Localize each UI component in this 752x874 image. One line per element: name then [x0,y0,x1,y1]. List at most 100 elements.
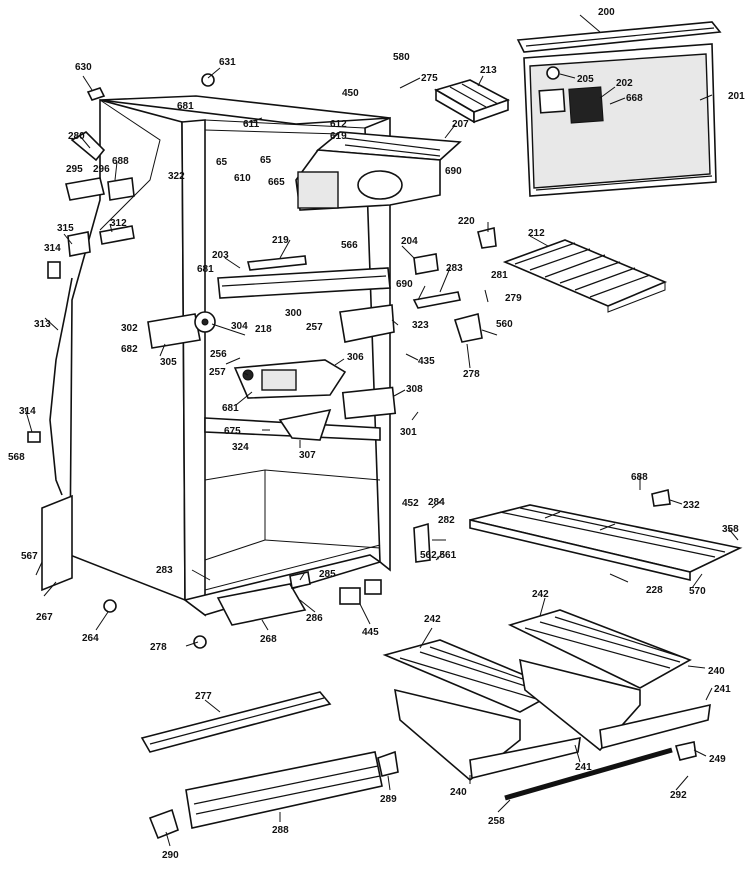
callout-267: 267 [36,612,53,623]
callout-688-b: 688 [112,156,129,167]
callout-218: 218 [255,324,272,335]
callout-281: 281 [491,270,508,281]
ice-tray-213 [433,79,510,124]
callout-630: 630 [75,62,92,73]
kickplate-277 [140,691,332,753]
callout-257-a: 257 [306,322,323,333]
callout-264: 264 [82,633,99,644]
callout-249: 249 [709,754,726,765]
callout-285: 285 [319,569,336,580]
callout-277: 277 [195,691,212,702]
callout-302: 302 [121,323,138,334]
callout-611: 611 [243,119,260,130]
callout-690-b: 690 [396,279,413,290]
callout-241-a: 241 [714,684,731,695]
callout-275: 275 [421,73,438,84]
callout-256: 256 [210,349,227,360]
callout-314-b: 314 [19,406,36,417]
callout-268: 268 [260,634,277,645]
evaporator-assembly-207 [295,131,462,211]
freezer-shelf-212 [502,239,668,313]
callout-286: 286 [306,613,323,624]
callout-labels: 200 201 202 205 668 213 275 450 580 630 … [8,7,745,861]
callout-278-a: 278 [463,369,480,380]
callout-560: 560 [496,319,513,330]
callout-688-c: 688 [631,472,648,483]
crisper-drawer-right [507,609,711,752]
callout-202: 202 [616,78,633,89]
callout-322: 322 [168,171,185,182]
callout-257-b: 257 [209,367,226,378]
callout-65-a: 65 [216,157,228,168]
callout-682: 682 [121,344,138,355]
callout-631: 631 [219,57,236,68]
callout-279: 279 [505,293,522,304]
door-rail-200 [516,21,722,53]
callout-665: 665 [268,177,285,188]
grille-288 [185,751,383,829]
callout-690-a: 690 [445,166,462,177]
cold-control-302 [147,311,216,349]
callout-580: 580 [393,52,410,63]
callout-282: 282 [438,515,455,526]
callout-283-b: 283 [156,565,173,576]
hinge-parts [412,227,671,563]
leader-lines [24,14,739,847]
callout-308: 308 [406,384,423,395]
callout-619: 619 [330,131,347,142]
callout-232: 232 [683,500,700,511]
callout-204: 204 [401,236,418,247]
callout-323: 323 [412,320,429,331]
callout-610: 610 [234,173,251,184]
callout-668-a: 668 [626,93,643,104]
callout-212: 212 [528,228,545,239]
bracket-308 [341,386,397,420]
callout-313: 313 [34,319,51,330]
callout-612: 612 [330,119,347,130]
callout-200: 200 [598,7,615,18]
callout-445: 445 [362,627,379,638]
callout-304: 304 [231,321,248,332]
callout-289: 289 [380,794,397,805]
callout-201: 201 [728,91,745,102]
callout-295: 295 [66,164,83,175]
callout-284: 284 [428,497,445,508]
callout-681-c: 681 [222,403,239,414]
callout-681-a: 681 [177,101,194,112]
callout-314-a: 314 [44,243,61,254]
fresh-food-shelf-228 [469,504,743,582]
callout-240-b: 240 [450,787,467,798]
callout-562-561: 562,561 [420,550,457,561]
callout-213: 213 [480,65,497,76]
callout-258: 258 [488,816,505,827]
callout-207: 207 [452,119,469,130]
callout-65-b: 65 [260,155,272,166]
callout-296: 296 [93,164,110,175]
callout-675: 675 [224,426,241,437]
callout-240-a: 240 [708,666,725,677]
callout-450: 450 [342,88,359,99]
freezer-door-201 [523,43,717,197]
callout-242-b: 242 [532,589,549,600]
callout-566: 566 [341,240,358,251]
callout-280: 280 [68,131,85,142]
callout-306: 306 [347,352,364,363]
callout-570: 570 [689,586,706,597]
callout-288: 288 [272,825,289,836]
callout-324: 324 [232,442,249,453]
callout-358: 358 [722,524,739,535]
callout-567: 567 [21,551,38,562]
fan-bracket-323 [339,304,395,343]
strip-219 [247,255,307,271]
callout-292: 292 [670,790,687,801]
callout-307: 307 [299,450,316,461]
callout-568: 568 [8,452,25,463]
left-hardware [27,73,215,496]
callout-219: 219 [272,235,289,246]
callout-300: 300 [285,308,302,319]
callout-203: 203 [212,250,229,261]
control-housing-306 [233,359,347,399]
callout-435: 435 [418,356,435,367]
